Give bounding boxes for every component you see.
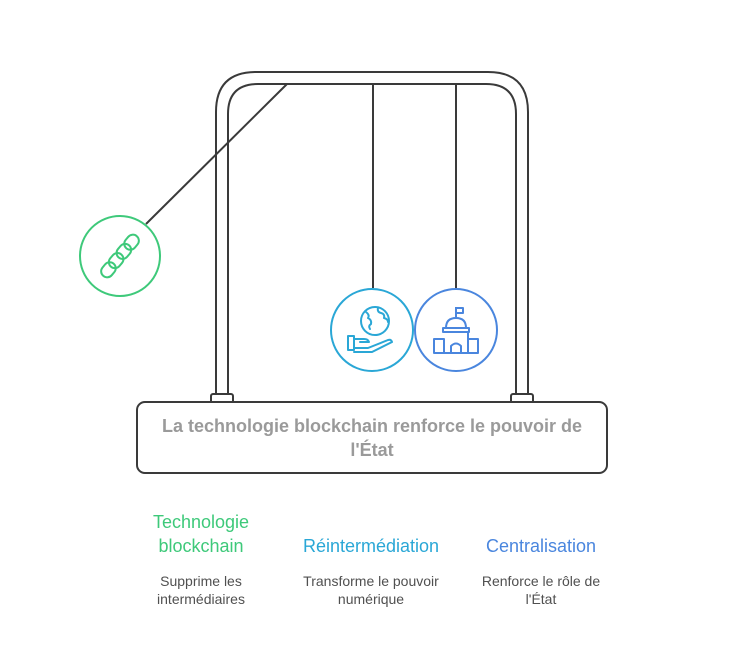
item-reintermediation: Réintermédiation Transforme le pouvoir n… xyxy=(286,534,456,608)
base-label: La technologie blockchain renforce le po… xyxy=(161,416,583,460)
item-description: Supprime les intermédiaires xyxy=(157,573,245,607)
item-centralisation: Centralisation Renforce le rôle de l'Éta… xyxy=(466,534,616,608)
item-description: Renforce le rôle de l'État xyxy=(481,573,601,607)
item-title: Réintermédiation xyxy=(302,536,440,556)
chain-links-icon xyxy=(100,233,140,279)
string-blockchain xyxy=(145,83,288,225)
item-blockchain: Technologie blockchain Supprime les inte… xyxy=(131,510,271,608)
ball-reintermediation xyxy=(330,288,414,372)
government-building-icon xyxy=(433,307,479,354)
ball-blockchain xyxy=(79,215,161,297)
item-description: Transforme le pouvoir numérique xyxy=(303,573,439,607)
ball-centralisation xyxy=(414,288,498,372)
item-title: Centralisation xyxy=(485,536,597,556)
item-title: Technologie blockchain xyxy=(152,512,250,556)
cradle-base xyxy=(136,401,608,474)
globe-in-hand-icon xyxy=(347,306,393,353)
